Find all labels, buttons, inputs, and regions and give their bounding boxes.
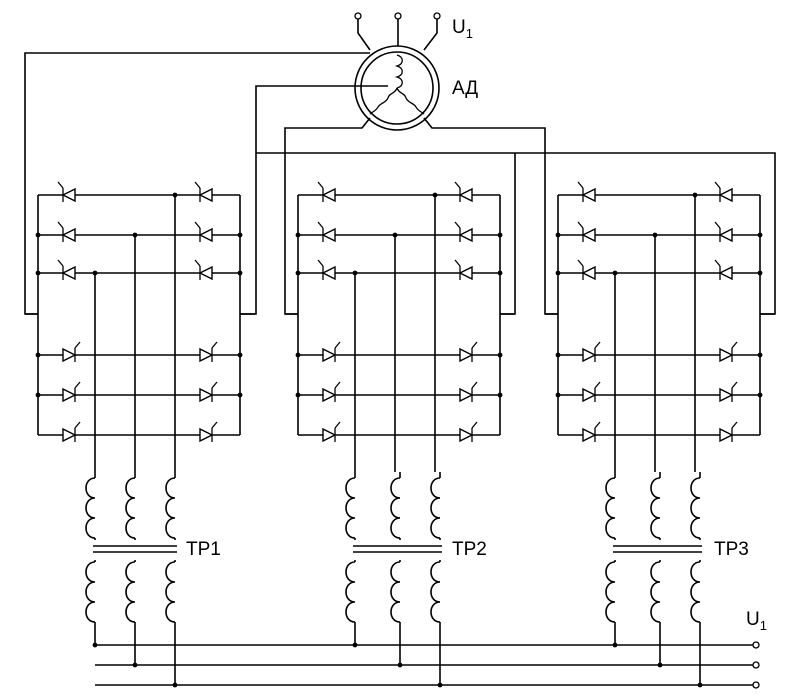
thyristor xyxy=(194,181,213,203)
thyristor xyxy=(199,381,218,403)
thyristor xyxy=(57,259,76,281)
induction-motor: АД xyxy=(354,45,478,131)
transformer-label-tr3: ТР3 xyxy=(714,539,749,560)
thyristor xyxy=(57,221,76,243)
transformer-label-tr2: ТР2 xyxy=(452,539,487,560)
transformers xyxy=(85,472,703,688)
thyristor xyxy=(454,259,473,281)
thyristor xyxy=(714,181,733,203)
thyristor xyxy=(454,181,473,203)
thyristor-bridge-2 xyxy=(285,181,515,472)
thyristor xyxy=(322,421,341,443)
thyristor xyxy=(322,381,341,403)
thyristor xyxy=(582,421,601,443)
thyristor xyxy=(459,381,478,403)
thyristor xyxy=(577,259,596,281)
thyristor xyxy=(62,341,81,363)
thyristor xyxy=(454,221,473,243)
thyristor xyxy=(582,341,601,363)
thyristor xyxy=(719,421,738,443)
thyristor xyxy=(714,221,733,243)
transformer-2 xyxy=(345,472,443,688)
thyristor xyxy=(577,181,596,203)
transformer-3 xyxy=(605,472,703,688)
thyristor xyxy=(317,221,336,243)
thyristor xyxy=(62,421,81,443)
thyristor-bridge-3 xyxy=(545,181,775,472)
thyristor xyxy=(194,259,213,281)
thyristor xyxy=(459,341,478,363)
thyristor xyxy=(194,221,213,243)
thyristor xyxy=(317,181,336,203)
top-supply-terminals: U1 xyxy=(354,12,473,51)
transformer-label-tr1: ТР1 xyxy=(186,539,221,560)
thyristor xyxy=(719,341,738,363)
supply-label-top: U1 xyxy=(452,17,473,41)
thyristor xyxy=(719,381,738,403)
bottom-supply-buses: U1 xyxy=(95,609,767,689)
thyristor xyxy=(62,381,81,403)
transformer-1 xyxy=(85,472,178,688)
thyristor xyxy=(714,259,733,281)
thyristor xyxy=(199,421,218,443)
thyristor xyxy=(582,381,601,403)
thyristor-bridges xyxy=(25,181,775,472)
thyristor xyxy=(57,181,76,203)
thyristor xyxy=(199,341,218,363)
supply-label-bottom: U1 xyxy=(746,609,767,633)
thyristor xyxy=(459,421,478,443)
thyristor-bridge-1 xyxy=(25,181,255,472)
thyristor xyxy=(577,221,596,243)
thyristor xyxy=(317,259,336,281)
motor-label: АД xyxy=(452,78,478,99)
thyristor xyxy=(322,341,341,363)
